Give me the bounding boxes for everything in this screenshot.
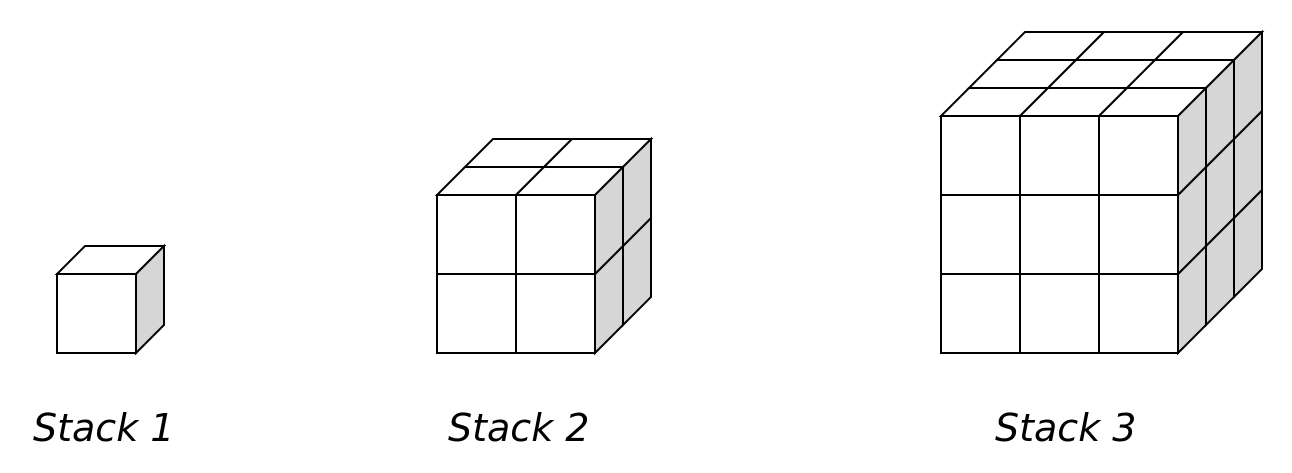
stack-1-group: Stack 1 — [33, 243, 174, 450]
stack-1-cubes — [54, 243, 167, 356]
stack-3-label: Stack 3 — [995, 406, 1136, 450]
cube-front-face — [1019, 194, 1100, 275]
cube-front-face — [940, 115, 1021, 196]
cube-front-face — [436, 273, 517, 354]
cube-front-face — [940, 194, 1021, 275]
cube-front-face — [436, 194, 517, 275]
cube-front-face — [1019, 115, 1100, 196]
stack-1-label: Stack 1 — [33, 406, 174, 450]
cube-front-face — [1019, 273, 1100, 354]
cube-front-face — [1098, 115, 1179, 196]
cube-front-face — [515, 194, 596, 275]
stack-2-cubes — [434, 136, 654, 356]
cube-front-face — [940, 273, 1021, 354]
stack-2-label: Stack 2 — [448, 406, 589, 450]
stack-3-cubes — [938, 29, 1265, 356]
stack-3-group: Stack 3 — [938, 29, 1265, 450]
stack-2-group: Stack 2 — [434, 136, 654, 450]
cube-front-face — [1098, 273, 1179, 354]
cube-front-face — [515, 273, 596, 354]
cube-front-face — [56, 273, 137, 354]
cube-front-face — [1098, 194, 1179, 275]
